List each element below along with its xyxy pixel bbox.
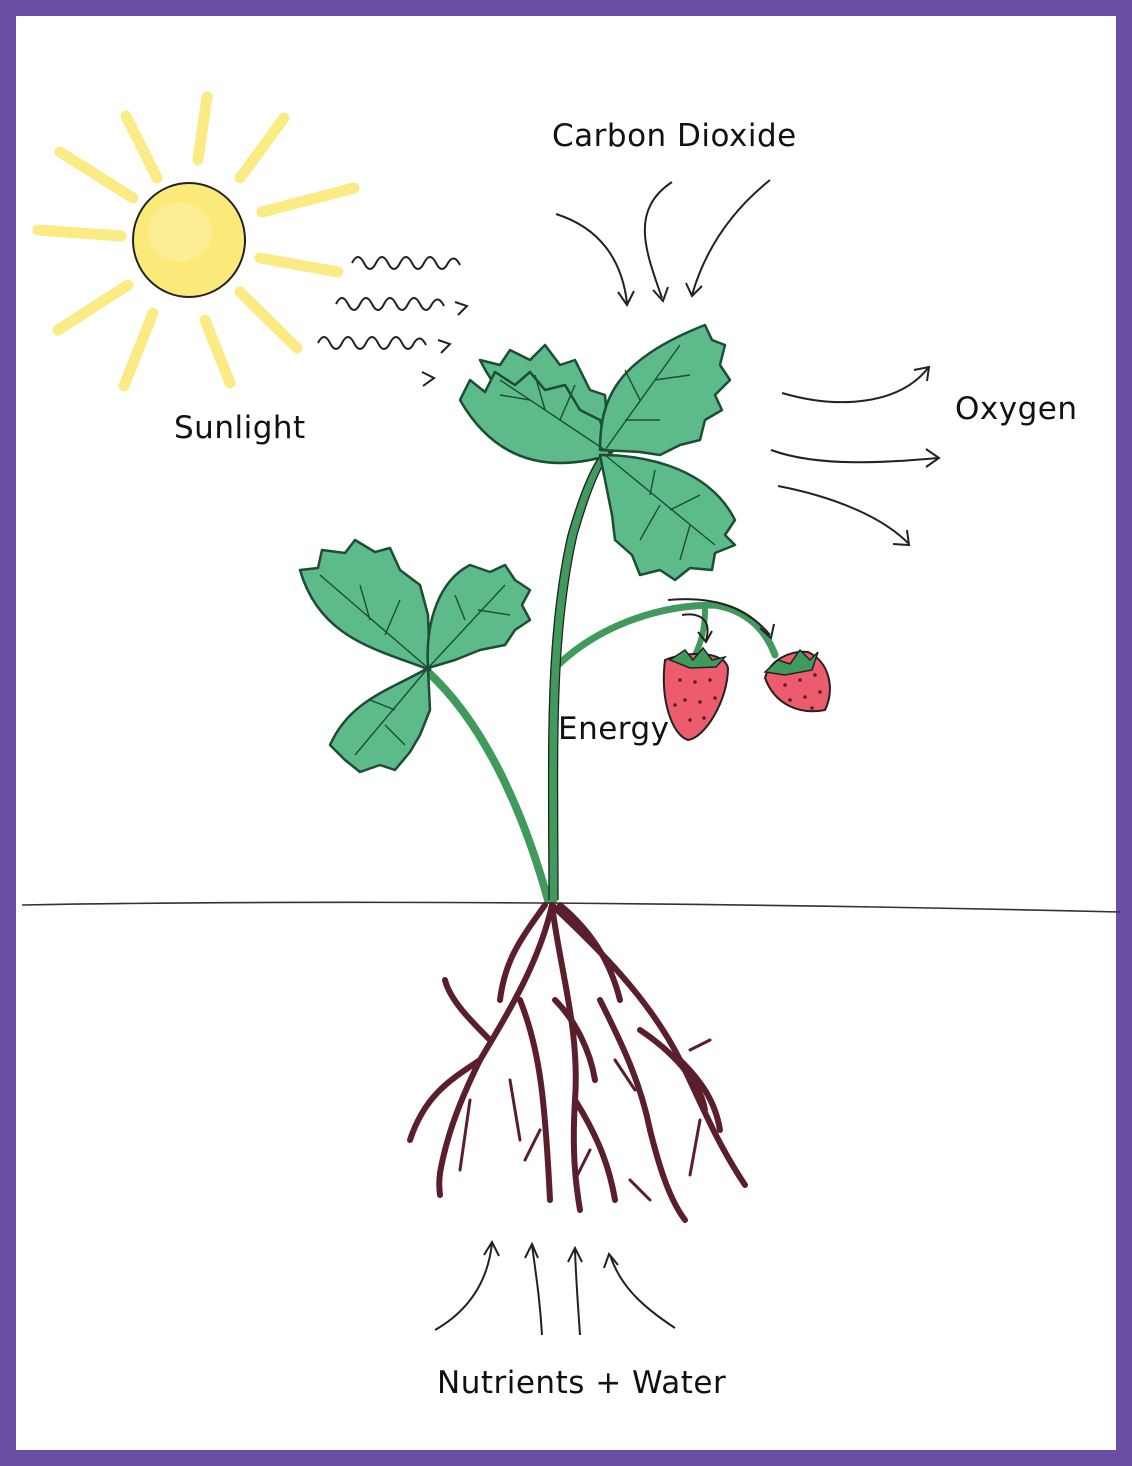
- nutrients-water-arrows: [435, 1242, 675, 1335]
- ground-line: [22, 902, 1120, 912]
- strawberry-right-icon: [765, 650, 830, 711]
- upper-leaf-cluster: [460, 325, 735, 580]
- sunlight-label: Sunlight: [174, 410, 306, 446]
- carbon-dioxide-arrows: [556, 180, 770, 305]
- strawberry-left-icon: [664, 648, 728, 740]
- carbon-dioxide-label: Carbon Dioxide: [552, 118, 797, 154]
- oxygen-arrows: [771, 367, 939, 545]
- oxygen-label: Oxygen: [955, 391, 1078, 427]
- nutrients-water-label: Nutrients + Water: [437, 1365, 726, 1401]
- sun-icon: [133, 183, 245, 297]
- energy-label: Energy: [558, 711, 670, 747]
